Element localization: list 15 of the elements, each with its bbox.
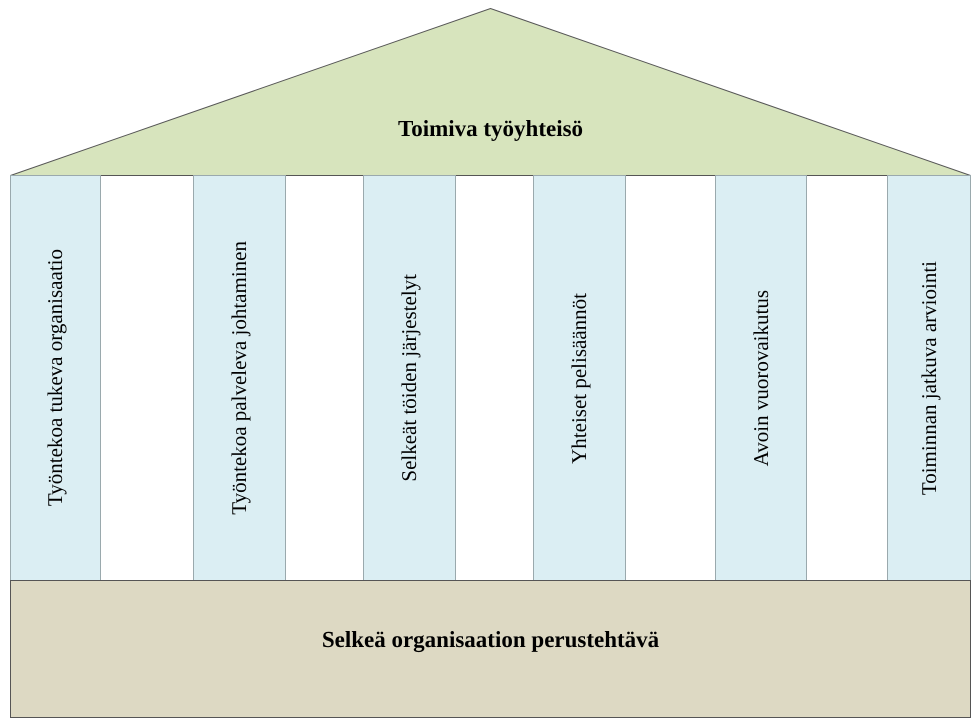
pillar: [363, 175, 456, 581]
foundation-title: Selkeä organisaation perustehtävä: [322, 627, 660, 653]
pillar-label: Avoin vuorovaikutus: [748, 290, 774, 466]
pillar: [715, 175, 807, 581]
pillar-label: Työntekoa tukeva organisaatio: [43, 249, 68, 507]
pillar-label: Toiminnan jatkuva arviointi: [916, 260, 942, 496]
pillar: [887, 175, 971, 581]
pillar: [10, 175, 101, 581]
roof-title: Toimiva työyhteisö: [398, 116, 584, 142]
pillar: [533, 175, 626, 581]
pillar: [193, 175, 286, 581]
pillar-label: Selkeät töiden järjestelyt: [397, 274, 422, 482]
foundation-base: [10, 580, 971, 718]
pillar-label: Työntekoa palveleva johtaminen: [227, 241, 252, 515]
pillar-label: Yhteiset pelisäännöt: [567, 292, 592, 464]
